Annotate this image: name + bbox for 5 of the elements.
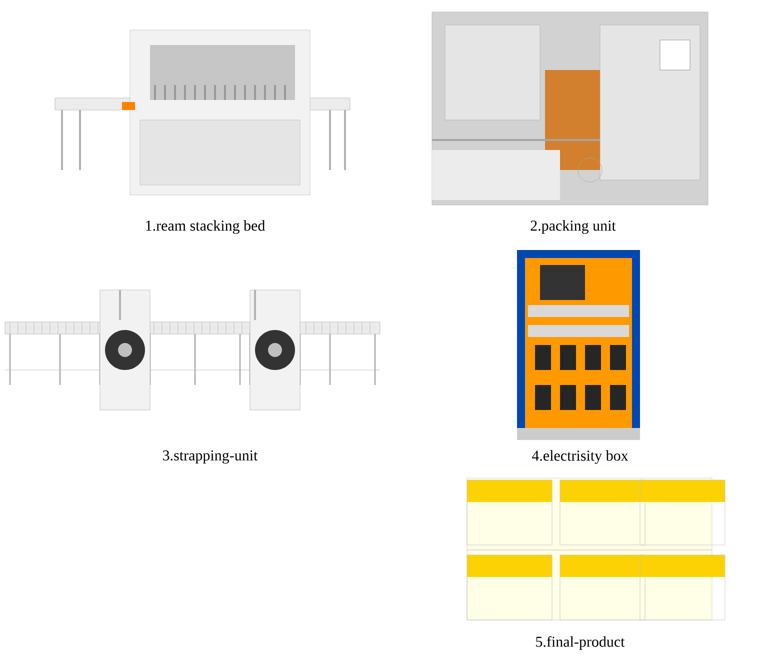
caption: 4.electrisity box (532, 450, 628, 464)
caption: 3.strapping-unit (163, 450, 258, 464)
caption: 1.ream stacking bed (146, 220, 266, 234)
caption: 5.final-product (536, 636, 625, 650)
caption: 2.packing unit (530, 220, 616, 234)
